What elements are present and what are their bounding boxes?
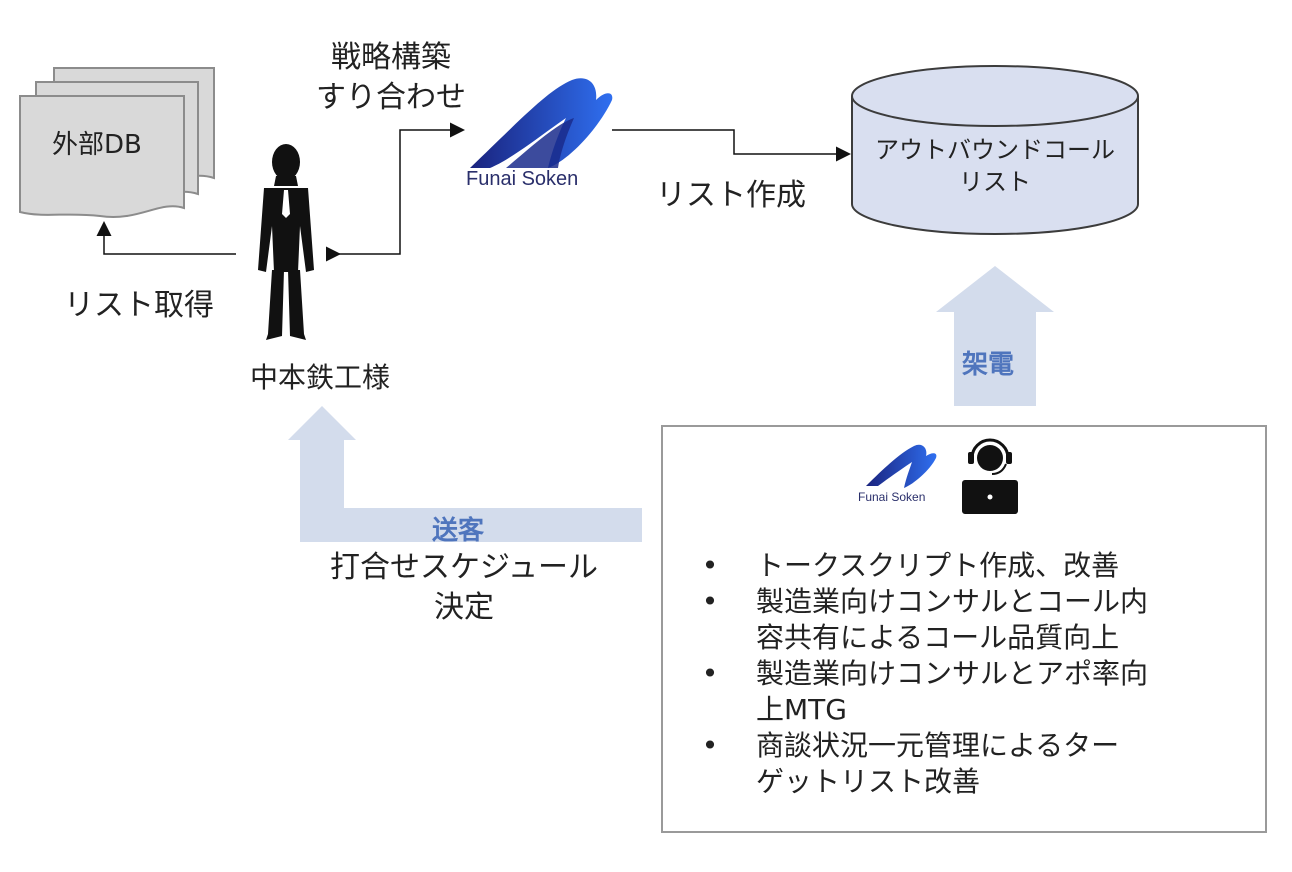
call-label: 架電 [962,350,1015,380]
schedule-label-line-2: 決定 [434,590,494,625]
call-list-label: アウトバウンドコール リスト [852,134,1138,198]
external-db-document-stack [19,67,215,219]
bullet-3: • [701,657,719,690]
activity-item-4: • 商談状況一元管理によるター ゲットリスト改善 [700,728,1220,800]
strategy-label: 戦略構築 すり合わせ [296,38,486,118]
list-create-label: リスト作成 [656,178,806,213]
funai-soken-small-logo-icon [866,444,937,488]
list-create-connector [612,129,851,162]
client-label: 中本鉄工様 [250,361,391,394]
activity-item-4-line-1: 商談状況一元管理によるター [756,729,1120,762]
schedule-label-line-1: 打合せスケジュール [330,550,598,585]
activity-item-2-line-2: 容共有によるコール品質向上 [756,621,1120,654]
activity-item-2-line-1: 製造業向けコンサルとコール内 [756,585,1149,618]
call-operator-headset-icon [962,438,1018,514]
activity-item-3: • 製造業向けコンサルとアポ率向 上MTG [700,656,1220,728]
bullet-4: • [701,729,719,762]
funai-soken-small-logo-text: Funai Soken [858,490,926,504]
activity-list: • トークスクリプト作成、改善 • 製造業向けコンサルとコール内 容共有によるコ… [700,548,1220,800]
send-customer-label: 送客 [432,516,485,546]
strategy-connector [326,122,465,262]
call-list-label-line-1: アウトバウンドコール [875,136,1115,164]
external-db-label: 外部DB [52,130,142,160]
funai-soken-logo-icon [470,78,613,168]
businessman-silhouette-icon [258,144,314,340]
call-list-cylinder [851,65,1139,235]
bullet-2: • [701,585,719,618]
schedule-label: 打合せスケジュール 決定 [318,548,610,628]
activity-item-3-line-1: 製造業向けコンサルとアポ率向 [756,657,1149,690]
strategy-label-line-1: 戦略構築 [331,40,451,75]
activity-item-4-line-2: ゲットリスト改善 [756,765,981,798]
list-get-label: リスト取得 [64,288,214,323]
activity-item-1: • トークスクリプト作成、改善 [700,548,1220,584]
activity-item-3-line-2: 上MTG [756,693,847,726]
call-list-label-line-2: リスト [959,168,1031,196]
send-customer-block-arrow [288,406,642,542]
list-get-connector [96,221,236,255]
bullet-1: • [701,549,719,582]
call-block-arrow [936,266,1054,406]
funai-soken-logo-text: Funai Soken [466,168,579,190]
activity-item-1-line-1: トークスクリプト作成、改善 [756,549,1120,582]
activity-item-2: • 製造業向けコンサルとコール内 容共有によるコール品質向上 [700,584,1220,656]
strategy-label-line-2: すり合わせ [316,80,466,115]
